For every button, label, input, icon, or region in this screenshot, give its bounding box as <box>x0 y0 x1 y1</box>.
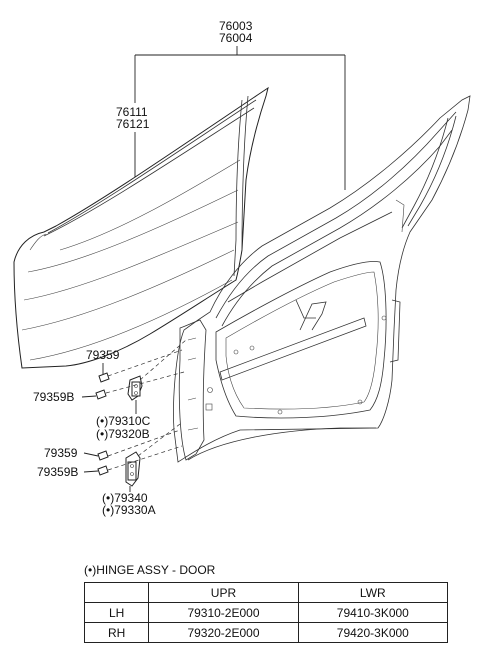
hinge-table-caption: (•)HINGE ASSY - DOOR <box>84 563 216 577</box>
table-header-lwr: LWR <box>297 582 449 603</box>
leader-bolt-lower <box>83 452 99 457</box>
table-cell-upr: 79320-2E000 <box>148 622 299 643</box>
door-assy-leader <box>134 46 346 190</box>
label-hinge-upper-1: (•)79310C <box>96 414 151 428</box>
table-header-row: UPR LWR <box>83 582 449 603</box>
label-bolt-lower: 79359 <box>44 446 78 460</box>
label-hinge-upper-2: (•)79320B <box>96 427 150 441</box>
upper-bolts <box>95 372 110 400</box>
label-hinge-lower-2: (•)79330A <box>102 503 156 517</box>
lower-hinge <box>125 451 141 487</box>
table-cell-side: LH <box>83 602 150 623</box>
assembly-guide-lines <box>105 339 187 471</box>
leader-bolt-b-lower <box>83 470 99 473</box>
label-outer-panel-2: 76121 <box>116 117 150 131</box>
table-header-upr: UPR <box>148 582 299 603</box>
door-assembly <box>173 95 471 463</box>
label-bolt-b-lower: 79359B <box>37 465 78 479</box>
label-bolt-upper: 79359 <box>86 348 120 362</box>
table-cell-upr: 79310-2E000 <box>148 602 299 623</box>
lower-bolts <box>97 450 109 476</box>
label-door-assy-2: 76004 <box>219 31 253 45</box>
table-cell-side: RH <box>83 622 150 643</box>
outer-door-panel <box>13 86 269 369</box>
label-bolt-b-upper: 79359B <box>33 390 74 404</box>
upper-hinge <box>127 375 143 401</box>
table-row: RH 79320-2E000 79420-3K000 <box>83 622 449 643</box>
label-door-assy-1: 76003 <box>219 19 253 33</box>
leader-bolt-b-upper <box>81 395 97 398</box>
label-hinge-lower-1: (•)79340 <box>102 491 148 505</box>
table-header-blank <box>83 582 150 603</box>
table-cell-lwr: 79410-3K000 <box>297 602 449 623</box>
table-cell-lwr: 79420-3K000 <box>297 622 449 643</box>
table-row: LH 79310-2E000 79410-3K000 <box>83 602 449 623</box>
label-outer-panel-1: 76111 <box>116 105 148 119</box>
hinge-assy-table: UPR LWR LH 79310-2E000 79410-3K000 RH 79… <box>83 582 449 643</box>
